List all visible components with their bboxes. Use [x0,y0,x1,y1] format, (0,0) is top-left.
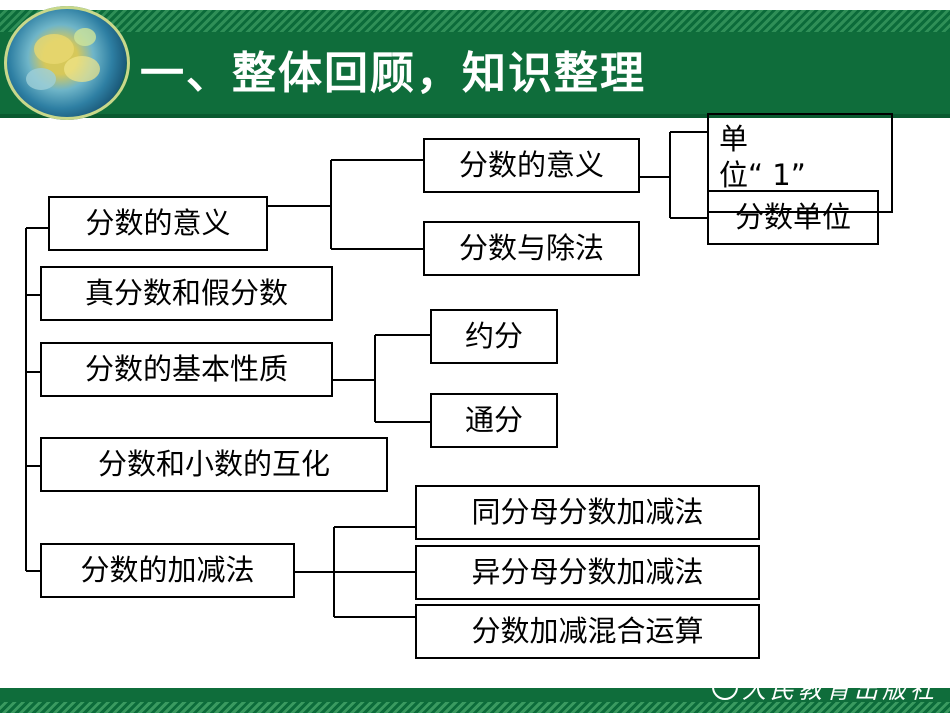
node-basic-property: 分数的基本性质 [40,342,333,397]
node-fraction-decimal: 分数和小数的互化 [40,437,388,492]
publisher-logo-icon [712,674,738,700]
subnode-fraction-unit: 分数单位 [707,190,879,245]
subnode-meaning: 分数的意义 [423,138,640,193]
node-add-sub: 分数的加减法 [40,543,295,598]
subnode-mixed-operations: 分数加减混合运算 [415,604,760,659]
subnode-reduce: 约分 [430,309,558,364]
unit-one-line1: 单 [719,122,749,156]
subnode-different-denominator: 异分母分数加减法 [415,545,760,600]
unit-one-line2: 位“ 1” [719,158,806,192]
decorative-logo-icon [4,6,130,120]
subnode-unit-one: 单 位“ 1” [707,113,893,213]
subnode-common-denominator: 通分 [430,393,558,448]
subnode-same-denominator: 同分母分数加减法 [415,485,760,540]
publisher-name: 人民教育出版社 [742,676,938,704]
header: 一、整体回顾，知识整理 [0,0,950,120]
page-title: 一、整体回顾，知识整理 [140,48,646,99]
subnode-division: 分数与除法 [423,221,640,276]
footer-stripe [0,702,950,713]
header-stripe [0,10,950,32]
header-band [0,32,950,118]
node-fraction-meaning: 分数的意义 [48,196,268,251]
node-proper-improper: 真分数和假分数 [40,266,333,321]
